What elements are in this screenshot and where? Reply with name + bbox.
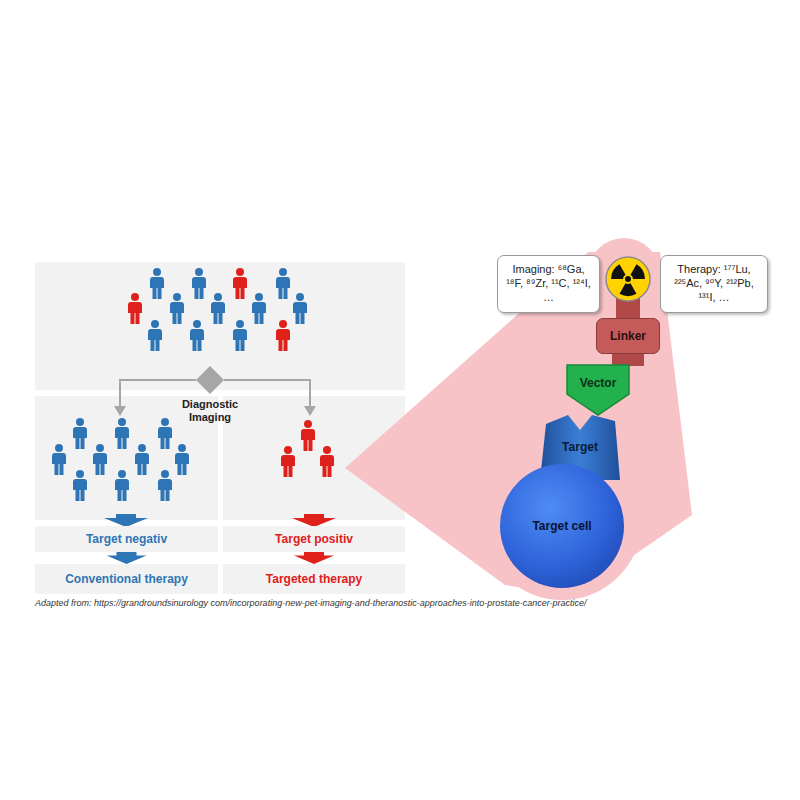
therapy-box: Conventional therapy <box>35 564 218 594</box>
block-arrow <box>294 552 334 564</box>
node-text: Target negativ <box>86 532 167 546</box>
person-icon <box>276 320 290 351</box>
node-text: Imaging: ⁶⁸Ga, ¹⁸F, ⁸⁹Zr, ¹¹C, ¹²⁴I, … <box>503 263 594 304</box>
node-text: Diagnostic Imaging <box>164 398 256 424</box>
person-icon <box>170 293 184 324</box>
isotope-box: Therapy: ¹⁷⁷Lu, ²²⁵Ac, ⁹⁰Y, ²¹²Pb, ¹³¹I,… <box>660 255 768 313</box>
therapy-box: Targeted therapy <box>223 564 405 594</box>
person-icon <box>276 268 290 299</box>
node-outline <box>566 364 630 416</box>
node-outline <box>196 366 224 394</box>
population-panel <box>35 262 405 390</box>
node-text: Conventional therapy <box>65 572 188 586</box>
person-icon <box>233 320 247 351</box>
arrow-head <box>114 406 126 416</box>
node-text: Therapy: ¹⁷⁷Lu, ²²⁵Ac, ⁹⁰Y, ²¹²Pb, ¹³¹I,… <box>666 263 762 304</box>
person-icon <box>293 293 307 324</box>
person-icon <box>233 268 247 299</box>
person-icon <box>211 293 225 324</box>
person-icon <box>158 470 172 501</box>
node-text: Target <box>562 440 598 454</box>
person-icon <box>52 444 66 475</box>
person-icon <box>190 320 204 351</box>
person-icon <box>252 293 266 324</box>
vector-pentagon: Vector <box>566 364 630 416</box>
radiation-symbol <box>606 257 650 301</box>
node-text: Target cell <box>532 519 591 533</box>
person-icon <box>320 446 334 477</box>
person-icon <box>281 446 295 477</box>
isotope-box: Imaging: ⁶⁸Ga, ¹⁸F, ⁸⁹Zr, ¹¹C, ¹²⁴I, … <box>497 255 600 313</box>
person-icon <box>175 444 189 475</box>
node-text: Targeted therapy <box>266 572 362 586</box>
person-icon <box>115 470 129 501</box>
person-icon <box>135 444 149 475</box>
target-cell: Target cell <box>500 464 624 588</box>
arrow-head <box>304 406 316 416</box>
person-icon <box>158 418 172 449</box>
linker-neck <box>612 352 644 366</box>
person-icon <box>93 444 107 475</box>
result-box: Target negativ <box>35 526 218 552</box>
person-icon <box>73 418 87 449</box>
person-icon <box>148 320 162 351</box>
linker-block: Linker <box>596 318 660 354</box>
person-icon <box>73 470 87 501</box>
node-text: Linker <box>610 329 646 343</box>
person-icon <box>115 418 129 449</box>
person-icon <box>150 268 164 299</box>
node-text: Target positiv <box>275 532 353 546</box>
person-icon <box>128 293 142 324</box>
caption: Adapted from: https://grandroundsinurolo… <box>35 598 587 608</box>
result-box: Target positiv <box>223 526 405 552</box>
block-arrow <box>107 552 147 564</box>
decision-diamond: Diagnostic Imaging <box>196 366 224 394</box>
people-icons <box>52 268 334 501</box>
person-icon <box>192 268 206 299</box>
person-icon <box>301 420 315 451</box>
node-text: Vector <box>580 376 617 390</box>
